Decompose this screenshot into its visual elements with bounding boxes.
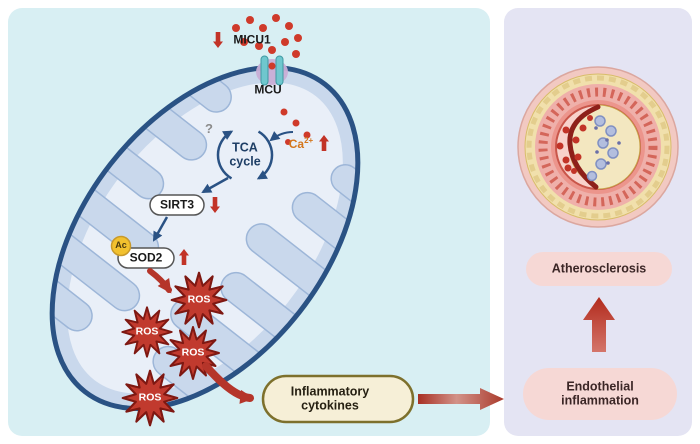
calcium-dots-inside	[280, 108, 311, 145]
sirt3-pill	[149, 194, 205, 216]
cytokines-to-endothelial-arrow	[418, 388, 504, 410]
question-mark-label: ?	[205, 120, 213, 136]
endothelial-inflammation-label: Endothelial inflammation	[561, 379, 639, 407]
red-blood-cells	[556, 115, 593, 174]
endothelial-to-atherosclerosis-arrow	[583, 297, 615, 352]
mcu-channel	[256, 55, 288, 86]
atherosclerosis-label: Atherosclerosis	[551, 261, 647, 276]
plaque-cap	[567, 104, 601, 190]
tca-to-sirt3-arrow	[201, 176, 229, 194]
inflammatory-cytokines-pill	[261, 374, 415, 424]
sirt3-label: SIRT3	[159, 197, 195, 212]
acetyl-badge	[110, 235, 132, 257]
inflammatory-cytokines-label: Inflammatory cytokines	[290, 384, 370, 412]
calcium-dots-outside	[232, 14, 302, 58]
sod2-to-ros-arrow	[147, 268, 172, 294]
vessel-cross-section	[517, 66, 679, 228]
tca-cycle-label: TCA cycle	[229, 140, 261, 168]
micu1-label: MICU1	[233, 32, 271, 47]
outer-membrane	[49, 65, 361, 411]
calcium-to-tca-arrow	[269, 131, 294, 142]
endothelial-inflammation-pill	[523, 368, 677, 420]
sod2-pill	[117, 247, 175, 269]
atherosclerosis-pill	[526, 252, 672, 286]
ros-label: ROS	[138, 391, 162, 404]
ros-to-cytokines-arrow	[202, 362, 255, 404]
tca-cycle-arrows	[216, 130, 274, 180]
ros-label: ROS	[181, 346, 205, 359]
calcium-label: Ca2+	[288, 136, 314, 152]
foam-cell-dots	[594, 126, 621, 165]
mcu-label: MCU	[254, 82, 282, 97]
ros-label: ROS	[187, 293, 211, 306]
sod2-label: SOD2	[129, 250, 163, 265]
acetyl-label: Ac	[115, 240, 127, 251]
foam-cells	[586, 115, 619, 182]
sirt3-to-sod2-arrow	[152, 216, 169, 242]
ros-label: ROS	[135, 325, 159, 338]
